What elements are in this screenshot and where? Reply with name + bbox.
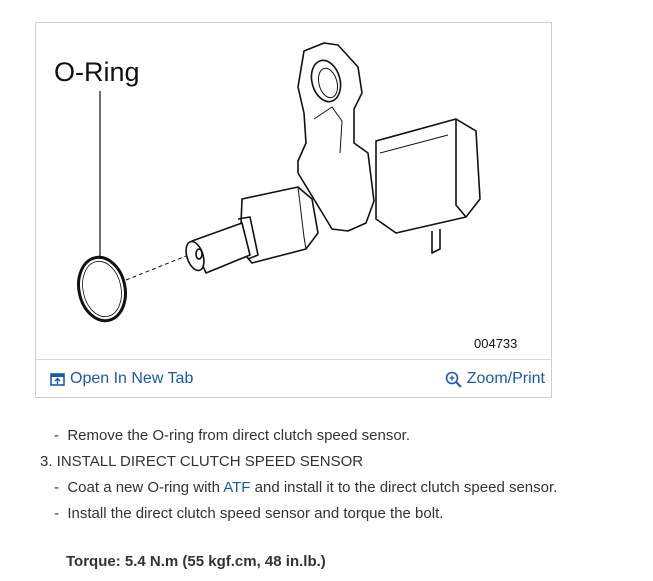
torque-spec: Torque: 5.4 N.m (55 kgf.cm, 48 in.lb.) [66, 553, 326, 570]
zoom-print-button[interactable]: Zoom/Print [445, 370, 545, 388]
open-tab-icon [50, 372, 65, 386]
alignment-line [125, 255, 187, 281]
speed-sensor [185, 42, 481, 274]
open-in-new-tab-button[interactable]: Open In New Tab [50, 370, 193, 388]
step-remove-text: Remove the O-ring from direct clutch spe… [67, 427, 410, 444]
illustration-panel: O-Ring [35, 22, 552, 398]
step-remove-oring: - Remove the O-ring from direct clutch s… [54, 424, 410, 448]
atf-link[interactable]: ATF [223, 479, 251, 496]
coat-text-pre: Coat a new O-ring with [67, 479, 224, 496]
sensor-diagram: O-Ring [54, 42, 517, 351]
zoom-icon [445, 371, 462, 388]
oring-label: O-Ring [54, 57, 140, 87]
step3-heading: 3. INSTALL DIRECT CLUTCH SPEED SENSOR [40, 453, 364, 470]
figure-number: 004733 [474, 336, 517, 351]
coat-text-post: and install it to the direct clutch spee… [250, 479, 558, 496]
oring-shape [77, 255, 127, 323]
zoom-print-label: Zoom/Print [466, 370, 545, 387]
figure-toolbar: Open In New Tab Zoom/Print [36, 359, 551, 399]
bullet: - [54, 479, 59, 496]
step-coat-oring: - Coat a new O-ring with ATF and install… [54, 476, 557, 500]
step-install-sensor: - Install the direct clutch speed sensor… [54, 502, 443, 526]
install-text: Install the direct clutch speed sensor a… [67, 505, 444, 522]
bullet: - [54, 505, 59, 522]
bullet: - [54, 427, 59, 444]
open-in-new-tab-label: Open In New Tab [70, 370, 194, 387]
